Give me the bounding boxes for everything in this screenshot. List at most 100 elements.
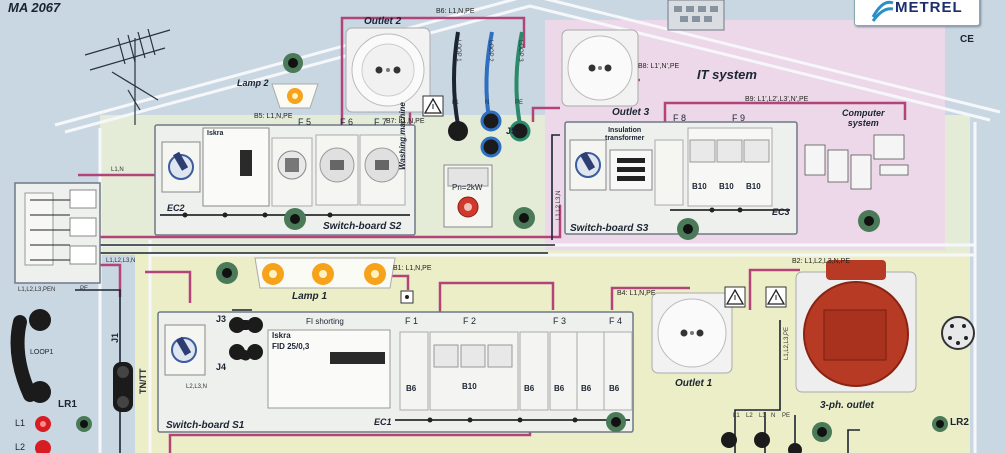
lamp-1 [254, 257, 396, 289]
switch-board-s1 [157, 311, 634, 433]
l1-led-label: L1 [15, 418, 26, 428]
j3-label: J3 [216, 314, 227, 324]
lr1-label: LR1 [58, 399, 77, 410]
switch-board-s2-label: Switch-board S2 [323, 221, 402, 232]
fuse-f8: F 8 [673, 113, 687, 123]
loop1-label: LOOP1 [30, 349, 54, 356]
breaker-s1-5: B6 [581, 384, 592, 393]
conn-n-label: N [771, 413, 776, 419]
bus-b4-label: B4: L1,N,PE [617, 290, 656, 297]
j3-j4-jumpers [229, 317, 263, 361]
s3-feed-label: L1,L2,L3,N [556, 190, 562, 220]
breaker-s1-3: B6 [524, 384, 535, 393]
fuse-f7: F 7 [374, 117, 388, 127]
conn-l3-label: L3 [759, 413, 766, 419]
outlet-3-label: Outlet 3 [612, 107, 650, 118]
iskra-s2-label: Iskra [207, 130, 224, 137]
ec3-label: EC3 [772, 207, 790, 217]
computer-system-label: Computer system [842, 108, 885, 128]
breaker-s3-3: B10 [746, 182, 761, 191]
wire-pe-label: PE [80, 286, 89, 292]
bus-b1-label: B1: L1,N,PE [393, 265, 432, 272]
outlet-1-label: Outlet 1 [675, 378, 713, 389]
fi-shorting-label: FI shorting [306, 317, 344, 326]
breaker-s1-1: B6 [406, 384, 417, 393]
iskra-main-label: Iskra [272, 331, 291, 340]
wire-n-label: N [485, 100, 490, 106]
switch-board-s3 [564, 121, 798, 235]
breaker-s1-4: B6 [554, 384, 565, 393]
warning-icons [422, 95, 787, 308]
metrel-logo-icon [871, 0, 894, 22]
l2-led-label: L2 [15, 442, 26, 452]
switch-board-s3-label: Switch-board S3 [570, 223, 649, 234]
wire-l1-label: L1 [452, 100, 459, 106]
lamp-2-label: Lamp 2 [237, 78, 269, 88]
j5-connectors [448, 110, 531, 158]
fuse-f4: F 4 [609, 316, 623, 326]
fuse-f3: F 3 [553, 316, 567, 326]
outlet-2-label: Outlet 2 [364, 16, 402, 27]
lamp1-switch-icon [400, 290, 414, 304]
conn-l2-label: L2 [746, 413, 753, 419]
loop-1-cable-label: LOOP 1 [455, 40, 461, 62]
test-sockets [76, 53, 948, 442]
bus-b5-label: B5: L1,N,PE [254, 113, 293, 120]
loop-3-cable-label: LOOP 3 [517, 40, 523, 62]
bus-b2-label: B2: L1,L2,L3,N,PE [792, 258, 850, 265]
outlet-3-socket [561, 29, 639, 107]
washing-machine [443, 164, 493, 228]
ce-mark: CE [960, 34, 974, 45]
wire-l1l2l3n-label: L1,L2,L3,N [106, 258, 136, 264]
washing-machine-label: Washing machine [398, 102, 407, 170]
conn-l1-label: L1 [733, 413, 740, 419]
j4-label: J4 [216, 362, 227, 372]
three-phase-outlet [795, 260, 917, 393]
breaker-s3-1: B10 [692, 182, 707, 191]
bus-b7-label: B7: L1,N,PE [386, 118, 425, 125]
wire-pe-j5-label: PE [515, 100, 524, 106]
brand-logo: METREL [854, 0, 980, 26]
washing-power-label: Pn=2kW [452, 183, 483, 192]
computer-icon [804, 134, 909, 190]
fuse-f9: F 9 [732, 113, 746, 123]
antenna-icon [84, 28, 171, 125]
ec1-label: EC1 [374, 417, 392, 427]
j1-jumper [113, 362, 133, 412]
brand-name: METREL [895, 0, 963, 16]
three-phase-outlet-label: 3-ph. outlet [820, 400, 874, 411]
outlet-1-socket [651, 292, 733, 374]
j5-label: J5 [506, 126, 517, 136]
status-leds [35, 416, 51, 453]
j1-label: J1 [110, 332, 120, 343]
fuse-f5: F 5 [298, 117, 312, 127]
lamp-1-label: Lamp 1 [292, 291, 328, 302]
lr2-label: LR2 [950, 417, 969, 428]
connector-5pin-icon [941, 316, 975, 350]
bus-b6-label: B6: L1,N,PE [436, 8, 475, 15]
bus-b9-label: B9: L1',L2',L3',N',PE [745, 96, 809, 103]
bottom-connectors [721, 432, 802, 453]
wire-pen-label: L1,L2,L3,PEN [18, 287, 56, 293]
loop1-handset [10, 309, 51, 403]
tn-tt-label: TN/TT [138, 368, 148, 395]
breaker-s1-6: B6 [609, 384, 620, 393]
lamp-2 [271, 83, 319, 109]
model-title: MA 2067 [8, 0, 61, 15]
ec2-label: EC2 [167, 203, 185, 213]
breaker-s3-2: B10 [719, 182, 734, 191]
loop-2-cable-label: LOOP 2 [487, 40, 493, 62]
three-phase-feed-label: L1,L2,L3,PE [784, 326, 790, 360]
breaker-s1-2: B10 [462, 382, 477, 391]
conn-pe-label: PE [782, 413, 791, 419]
meter-box [14, 182, 101, 284]
bus-b8-label: B8: L1',N',PE [638, 63, 680, 70]
fuse-f6: F 6 [340, 117, 354, 127]
fid-label: FID 25/0,3 [272, 342, 310, 351]
wire-l2l3n-label: L2,L3,N [186, 384, 208, 390]
switch-board-s2 [154, 124, 416, 236]
fuse-f2: F 2 [463, 316, 477, 326]
it-system-label: IT system [697, 67, 757, 82]
